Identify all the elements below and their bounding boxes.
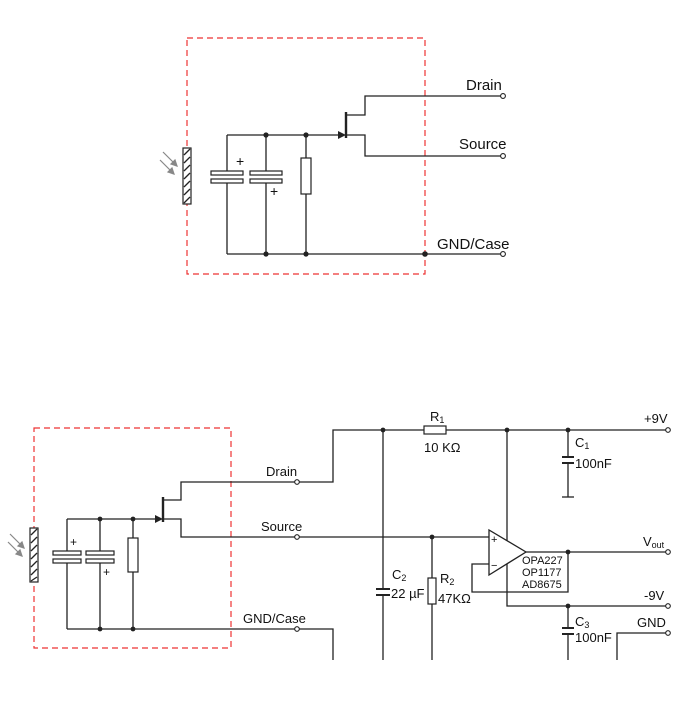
top-drain-label: Drain bbox=[466, 77, 502, 94]
junction bbox=[97, 626, 103, 632]
top-junction bbox=[263, 132, 269, 138]
gnd-wire bbox=[616, 632, 668, 660]
vneg-terminal bbox=[665, 603, 671, 609]
gnd-case-terminal bbox=[294, 626, 300, 632]
feedback-wire bbox=[471, 552, 569, 593]
resistor-r2 bbox=[427, 577, 437, 605]
vout-terminal bbox=[665, 549, 671, 555]
bottom-resistor bbox=[127, 537, 139, 573]
c3-label: C3 bbox=[575, 614, 589, 630]
drain-to-rail-wire bbox=[297, 429, 424, 483]
top-capacitor-2 bbox=[249, 170, 283, 184]
top-plus-sign: + bbox=[236, 153, 244, 169]
r2-value: 47KΩ bbox=[438, 591, 471, 606]
opamp-noninverting-sign: + bbox=[491, 534, 497, 546]
vpos-terminal bbox=[665, 427, 671, 433]
drain-label: Drain bbox=[266, 464, 297, 479]
vneg-label: -9V bbox=[644, 588, 665, 603]
resistor-r1 bbox=[423, 425, 447, 435]
bottom-light-rays-icon bbox=[7, 533, 25, 557]
vout-label: Vout bbox=[643, 534, 665, 550]
junction bbox=[97, 516, 103, 522]
gnd-case-label: GND/Case bbox=[243, 611, 306, 626]
top-plus-sign: + bbox=[270, 183, 278, 199]
c3-value: 100nF bbox=[575, 630, 612, 645]
junction bbox=[565, 427, 571, 433]
top-jfet-transistor bbox=[338, 95, 503, 157]
drain-terminal bbox=[294, 479, 300, 485]
source-terminal bbox=[294, 534, 300, 540]
top-junction bbox=[422, 251, 428, 257]
r2-label: R2 bbox=[440, 571, 454, 587]
gnd-terminal bbox=[665, 630, 671, 636]
opamp-model: AD8675 bbox=[522, 579, 562, 591]
top-light-rays-icon bbox=[159, 151, 178, 175]
c1-label: C1 bbox=[575, 435, 589, 451]
junction bbox=[504, 427, 510, 433]
bottom-ground-bus bbox=[67, 628, 334, 660]
plus-sign: + bbox=[103, 565, 110, 579]
capacitor-c3 bbox=[562, 627, 574, 635]
top-gnd-label: GND/Case bbox=[437, 236, 510, 253]
junction bbox=[565, 603, 571, 609]
top-source-label: Source bbox=[459, 136, 507, 153]
junction bbox=[130, 516, 136, 522]
junction bbox=[130, 626, 136, 632]
top-gnd-terminal bbox=[500, 251, 506, 257]
vpos-label: +9V bbox=[644, 411, 668, 426]
capacitor-c2 bbox=[376, 588, 390, 596]
opamp-inverting-sign: − bbox=[491, 560, 497, 572]
r1-value: 10 KΩ bbox=[424, 440, 461, 455]
top-junction bbox=[303, 251, 309, 257]
negative-rail-wire bbox=[506, 564, 668, 607]
junction bbox=[429, 534, 435, 540]
capacitor-c1 bbox=[562, 456, 574, 498]
bottom-capacitor-2 bbox=[85, 550, 115, 564]
bottom-jfet-transistor bbox=[155, 481, 297, 538]
source-label: Source bbox=[261, 519, 302, 534]
top-capacitor-1 bbox=[210, 170, 244, 184]
top-drain-terminal bbox=[500, 93, 506, 99]
top-resistor bbox=[300, 157, 312, 195]
junction bbox=[380, 427, 386, 433]
c1-value: 100nF bbox=[575, 456, 612, 471]
top-junction bbox=[263, 251, 269, 257]
r1-label: R1 bbox=[430, 409, 444, 425]
top-circuit: + + Drain Source GND/Case bbox=[159, 37, 510, 275]
c2-value: 22 µF bbox=[391, 586, 425, 601]
top-source-terminal bbox=[500, 153, 506, 159]
opamp-model: OPA227 bbox=[522, 555, 563, 567]
junction bbox=[565, 549, 571, 555]
opamp-model: OP1177 bbox=[522, 567, 562, 579]
c2-label: C2 bbox=[392, 567, 406, 583]
bottom-sensor-element bbox=[29, 527, 39, 583]
top-sensor-element bbox=[182, 147, 192, 205]
bottom-capacitor-1 bbox=[52, 550, 82, 564]
top-junction bbox=[303, 132, 309, 138]
plus-sign: + bbox=[70, 535, 77, 549]
gnd-label: GND bbox=[637, 615, 666, 630]
bottom-circuit: + + Drain Source GND/Case R1 10 KΩ C1 10… bbox=[7, 409, 671, 660]
